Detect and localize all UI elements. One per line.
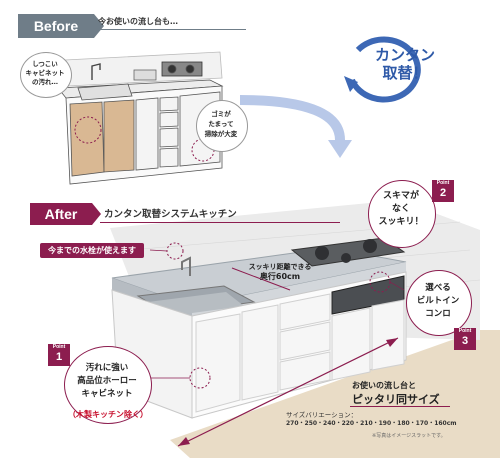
after-label-arrow bbox=[92, 203, 101, 225]
same-size-underline bbox=[350, 406, 450, 407]
depth-callout-line-2: 奥行60cm bbox=[259, 272, 301, 281]
enamel-callout-bubble bbox=[64, 346, 152, 424]
builtin-callout-text: 選べる ビルトイン コンロ bbox=[406, 282, 470, 321]
depth-callout-line-1: スッキリ距離できる bbox=[248, 263, 312, 271]
kantan-badge: カンタン 取替！ bbox=[360, 46, 450, 82]
builtin-callout-line-1: 選べる bbox=[425, 283, 451, 293]
kantan-badge-swirl bbox=[344, 36, 421, 103]
after-kitchen-photo bbox=[110, 195, 500, 458]
point-1-label: Point bbox=[52, 344, 66, 350]
transition-arrow bbox=[239, 95, 352, 158]
builtin-callout-bubble bbox=[406, 270, 472, 336]
dirt-callout-bubble bbox=[20, 52, 72, 98]
builtin-callout-line-3: コンロ bbox=[425, 309, 451, 319]
dust-callout-line-2: たまって bbox=[208, 120, 234, 128]
gap-callout-line-3: スッキリ！ bbox=[378, 217, 424, 227]
point-3-label: Point bbox=[458, 328, 472, 334]
after-label: After bbox=[30, 203, 92, 225]
enamel-callout-line-1: 汚れに強い bbox=[85, 363, 129, 373]
after-underline bbox=[100, 222, 340, 223]
kantan-badge-line-1: カンタン bbox=[374, 46, 435, 64]
builtin-callout-line-2: ビルトイン bbox=[416, 296, 460, 306]
dirt-callout-text: しつこい キャビネット の汚れ… bbox=[20, 60, 70, 87]
before-underline bbox=[96, 29, 246, 30]
before-label: Before bbox=[18, 14, 94, 38]
enamel-note: （木製キッチン除く） bbox=[68, 410, 148, 419]
point-3-number: 3 bbox=[461, 335, 469, 347]
enamel-callout-line-3: キャビネット bbox=[81, 389, 133, 399]
dust-callout-line-1: ゴミが bbox=[211, 110, 231, 118]
after-title: カンタン取替システムキッチン bbox=[104, 209, 237, 220]
dirt-callout-line-1: しつこい bbox=[32, 60, 58, 68]
point-3-badge: Point 3 bbox=[454, 328, 476, 350]
size-variation-values: 270・250・240・220・210・190・180・170・160cm bbox=[286, 420, 457, 427]
enamel-callout-text: 汚れに強い 高品位ホーロー キャビネット bbox=[64, 362, 150, 401]
size-variation-label: サイズバリエーション： bbox=[286, 411, 358, 419]
dust-callout-line-3: 掃除が大変 bbox=[204, 130, 238, 138]
point-2-badge: Point 2 bbox=[432, 180, 454, 202]
point-2-label: Point bbox=[436, 180, 450, 186]
before-label-arrow bbox=[94, 14, 104, 38]
gap-callout-line-2: なく bbox=[391, 204, 410, 214]
dust-callout-bubble bbox=[196, 100, 248, 152]
gap-callout-text: スキマが なく スッキリ！ bbox=[368, 190, 434, 229]
dirt-callout-line-3: の汚れ… bbox=[32, 78, 58, 86]
kantan-badge-line-2: 取替！ bbox=[382, 64, 428, 82]
footnote: ※写真はイメージスラットです。 bbox=[372, 433, 446, 439]
faucet-reuse-tag: 今までの水栓が使えます bbox=[40, 243, 144, 258]
point-2-number: 2 bbox=[439, 187, 447, 199]
dust-callout-text: ゴミが たまって 掃除が大変 bbox=[196, 109, 246, 139]
before-caption: 今お使いの流し台も… bbox=[98, 17, 178, 26]
point-1-number: 1 bbox=[55, 351, 63, 363]
enamel-callout-line-2: 高品位ホーロー bbox=[77, 376, 137, 386]
same-size-line-1: お使いの流し台と bbox=[352, 381, 416, 390]
gap-callout-bubble bbox=[368, 180, 436, 248]
same-size-line-2: ピッタリ同サイズ bbox=[352, 393, 440, 406]
dirt-callout-line-2: キャビネット bbox=[25, 69, 65, 77]
gap-callout-line-1: スキマが bbox=[382, 191, 419, 201]
point-1-badge: Point 1 bbox=[48, 344, 70, 366]
depth-callout: スッキリ距離できる 奥行60cm bbox=[240, 262, 320, 282]
